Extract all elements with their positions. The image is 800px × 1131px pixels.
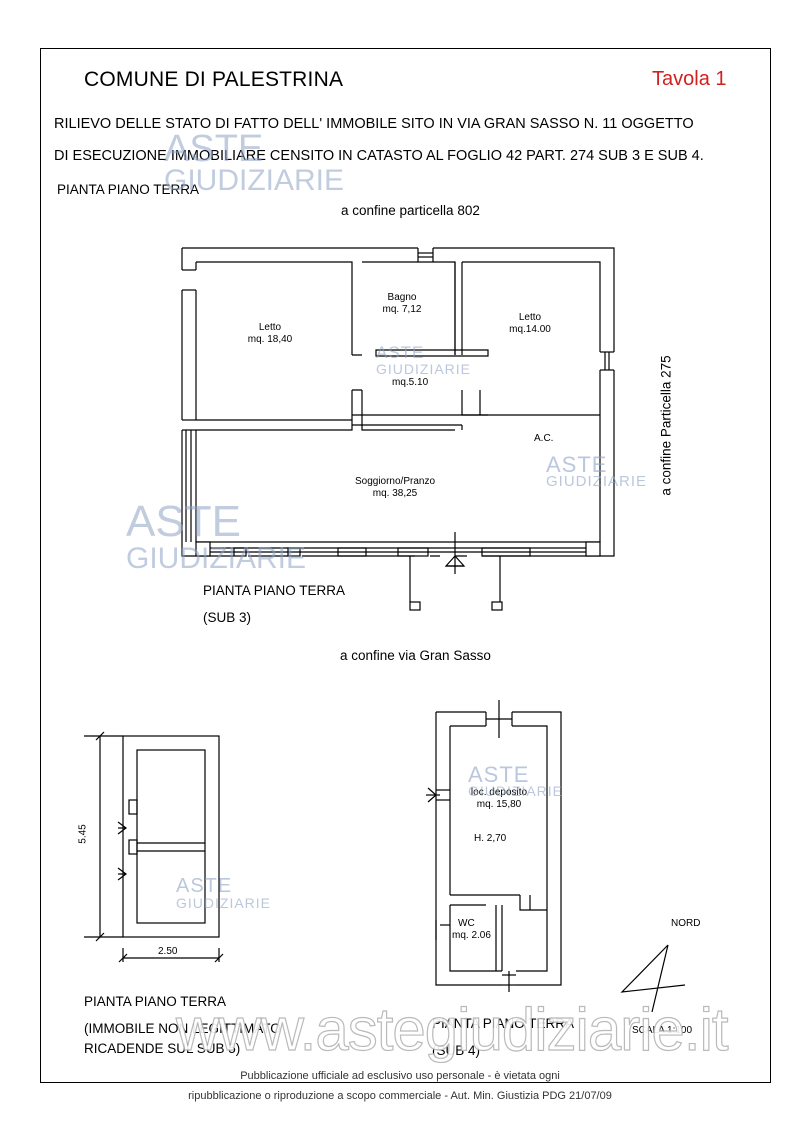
border-top-label: a confine particella 802 (341, 203, 480, 218)
description-line-2: DI ESECUZIONE IMMOBILIARE CENSITO IN CAT… (54, 148, 704, 164)
dim-height: 5.45 (77, 824, 89, 844)
watermark-text: ASTE (164, 128, 264, 170)
room-bagno: Bagno mq. 7,12 (372, 292, 432, 316)
room-soggiorno: Soggiorno/Pranzo mq. 38,25 (340, 476, 450, 500)
watermark-text: ASTE (376, 343, 425, 362)
page-title: COMUNE DI PALESTRINA (84, 68, 344, 91)
watermark-text: GIUDIZIARIE (546, 473, 648, 490)
watermark-text: GIUDIZIARIE (376, 361, 472, 377)
watermark-text: GIUDIZIARIE (126, 542, 307, 575)
room-area: mq. 18,40 (247, 334, 293, 345)
room-disimpegno-area: mq.5.10 (392, 377, 429, 388)
watermark-logo-4: ASTE GIUDIZIARIE (126, 500, 306, 578)
room-wc: WC mq. 2.06 (452, 918, 491, 942)
dim-width: 2.50 (158, 946, 178, 957)
room-area: mq. 15,80 (476, 799, 522, 810)
watermark-text: GIUDIZIARIE (176, 895, 272, 911)
left-plan-caption-3: RICADENDE SUL SUB 5) (84, 1041, 241, 1056)
room-area: mq.14.00 (509, 324, 551, 335)
border-bottom-label: a confine via Gran Sasso (340, 648, 491, 663)
room-name: loc. deposito (470, 787, 528, 798)
room-area: mq. 7,12 (382, 304, 422, 315)
drawing-frame (40, 48, 771, 1083)
room-area: mq. 38,25 (372, 488, 418, 499)
room-name: Letto (518, 312, 542, 323)
room-ac-label: A.C. (534, 433, 554, 444)
watermark-logo-5: ASTE GIUDIZIARIE (176, 875, 272, 912)
watermark-text: ASTE (176, 875, 233, 897)
watermark-logo-2: ASTE GIUDIZIARIE (376, 344, 471, 378)
description-line-1: RILIEVO DELLE STATO DI FATTO DELL' IMMOB… (54, 116, 694, 132)
watermark-url: www.astegiudiziarie.it (175, 995, 729, 1063)
watermark-logo-3: ASTE GIUDIZIARIE (546, 452, 648, 491)
room-letto-1: Letto mq. 18,40 (240, 322, 300, 346)
room-area: mq. 2.06 (452, 930, 491, 941)
room-letto-2: Letto mq.14.00 (500, 312, 560, 336)
tavola-label: Tavola 1 (652, 68, 727, 90)
main-plan-caption: PIANTA PIANO TERRA (203, 583, 346, 598)
left-plan-caption-2: (IMMOBILE NON LEGITTIMATO (84, 1021, 281, 1036)
main-plan-caption-sub: (SUB 3) (203, 610, 252, 625)
room-name: WC (458, 918, 475, 929)
room-name: Soggiorno/Pranzo (354, 476, 436, 487)
scale-label: SCALA 1:100 (632, 1025, 693, 1036)
watermark-text: GIUDIZIARIE (164, 164, 345, 197)
watermark-text: GIUDIZIARIE (468, 783, 564, 799)
room-deposito: loc. deposito mq. 15,80 (466, 787, 532, 811)
left-plan-caption-1: PIANTA PIANO TERRA (84, 994, 227, 1009)
footer-line-1: Pubblicazione ufficiale ad esclusivo uso… (240, 1070, 560, 1082)
room-name: Letto (258, 322, 282, 333)
main-plan-heading: PIANTA PIANO TERRA (57, 182, 200, 197)
sub4-caption-1: PIANTA PIANO TERRA (432, 1016, 575, 1031)
watermark-text: ASTE (546, 452, 608, 477)
sub4-caption-2: (SUB 4) (432, 1043, 481, 1058)
room-name: Bagno (387, 292, 417, 303)
footer-line-2: ripubblicazione o riproduzione a scopo c… (188, 1090, 612, 1102)
watermark-logo-1: ASTE GIUDIZIARIE (164, 130, 344, 200)
north-label: NORD (671, 918, 701, 929)
watermark-text: ASTE (126, 497, 241, 546)
watermark-text: ASTE (468, 762, 530, 787)
watermark-logo-6: ASTE GIUDIZIARIE (468, 762, 564, 800)
room-height: H. 2,70 (474, 833, 507, 844)
